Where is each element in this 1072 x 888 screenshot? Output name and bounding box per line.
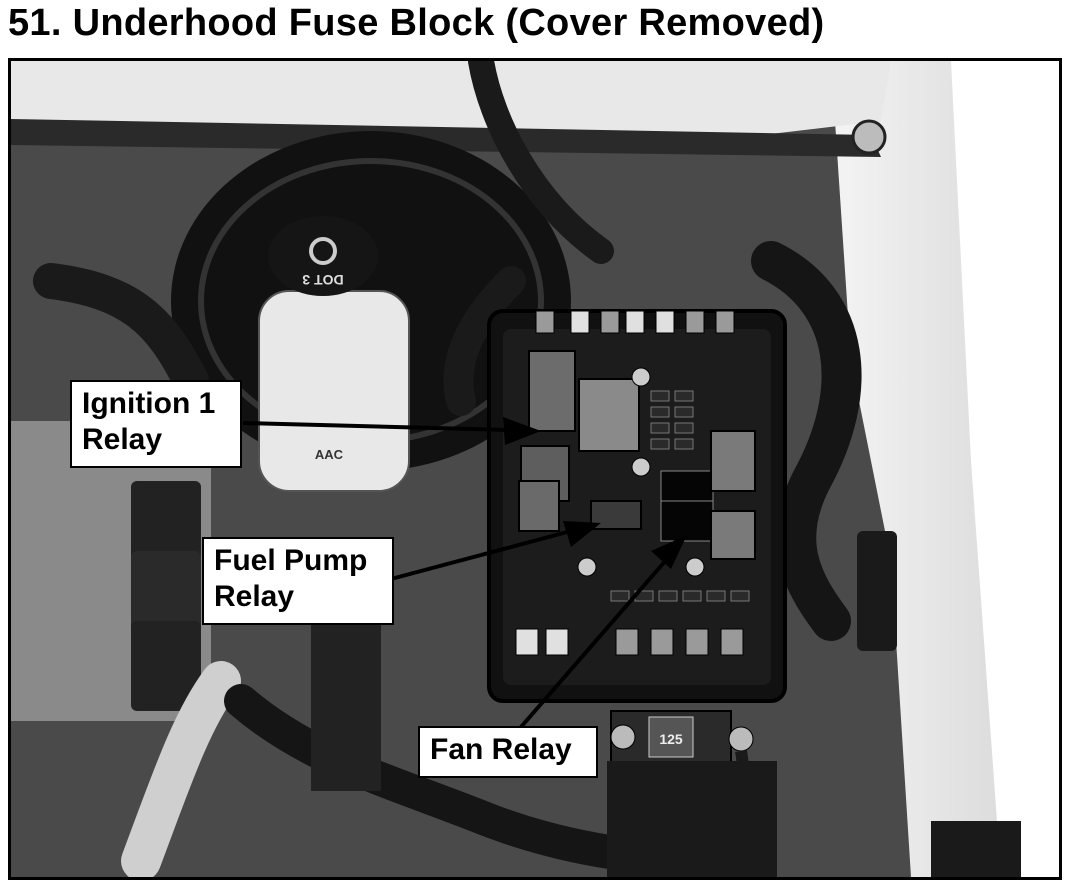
wire-loom-left [443,266,526,416]
arrow-ignition-1 [242,421,512,432]
top-fuse-row [535,310,735,334]
page-title: 51. Underhood Fuse Block (Cover Removed) [8,2,825,44]
large-relay [578,378,640,452]
ac-line [121,661,241,877]
hose-upper-left [33,263,209,399]
engine-bay-photo: DOT 3 AAC [8,58,1062,880]
reservoir-label: AAC [315,447,344,462]
callout-fan-relay: Fan Relay [418,726,598,778]
fender-edge [951,61,1059,877]
top-panel [11,61,891,141]
callout-fuel-pump-line2: Relay [214,580,295,613]
callout-ignition-1-line2: Relay [82,423,163,456]
strut-bar [11,119,881,157]
ignition-1-relay [528,350,576,432]
wire-loom-top [468,61,614,264]
strut-bolt [851,119,887,155]
mini-fuse-grid [610,390,750,602]
bottom-fuse-row [515,628,744,656]
fan-relay [660,500,714,542]
right-connector [857,531,897,651]
arrow-fuel-pump [390,529,572,581]
callout-ignition-1-line1: Ignition 1 [82,387,216,420]
callout-fuel-pump-relay: Fuel Pump Relay [202,537,394,625]
wire-loom-right [751,241,862,641]
reservoir-cap [268,216,378,296]
callout-arrows [242,417,687,729]
callout-ignition-1-relay: Ignition 1 Relay [70,380,242,468]
lower-component [311,621,381,791]
callout-fan-line1: Fan Relay [430,733,572,766]
mega-fuse [648,716,694,758]
arrow-fan [519,557,669,729]
callout-fuel-pump-line1: Fuel Pump [214,544,368,577]
reservoir-cap-text: DOT 3 [302,272,343,288]
mega-fuse-label: 125 [659,731,683,747]
lower-box [607,761,777,877]
